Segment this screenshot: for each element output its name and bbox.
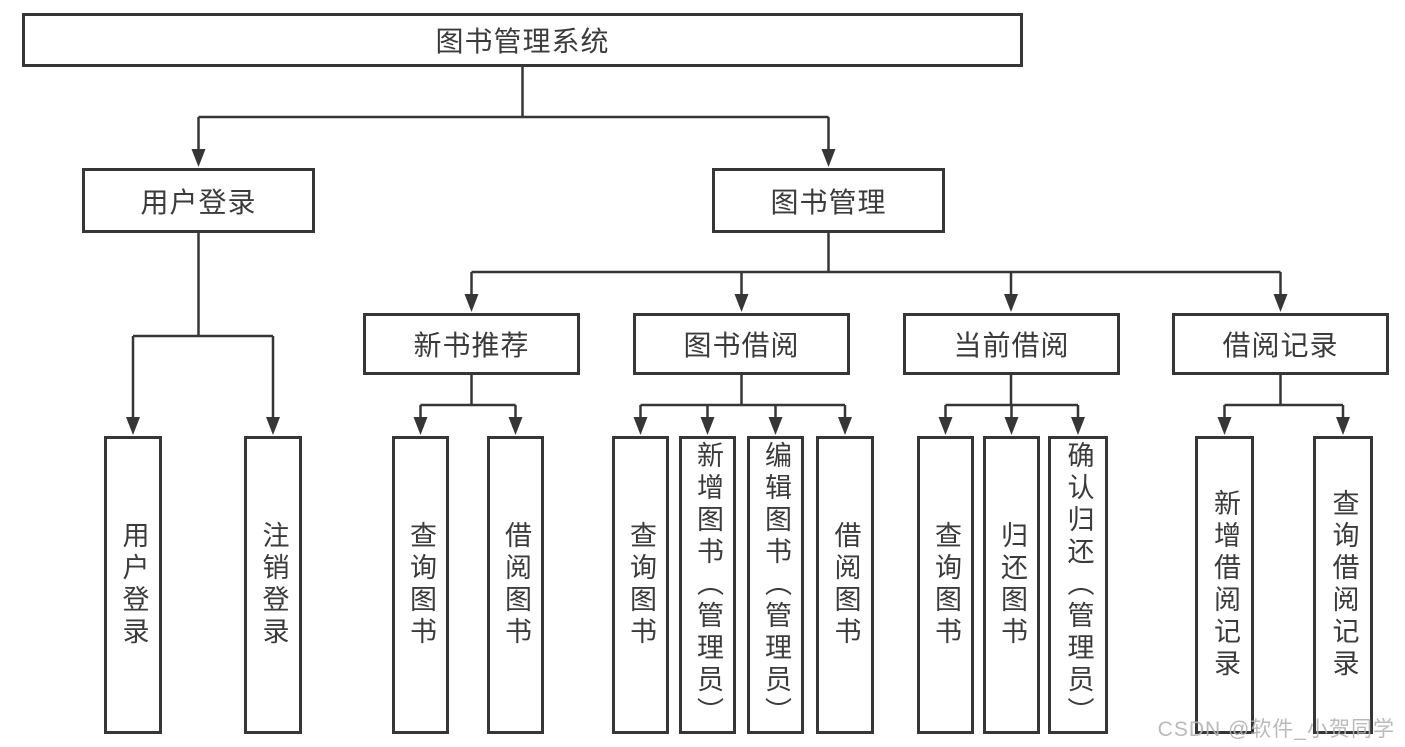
node-current-borrow: 当前借阅 bbox=[903, 313, 1120, 375]
node-borrow-records: 借阅记录 bbox=[1172, 313, 1389, 375]
node-library-management-system: 图书管理系统 bbox=[22, 13, 1023, 67]
csdn-watermark: CSDN @软件_小贺同学 bbox=[1157, 718, 1395, 741]
leaf-query-books-borrow: 查询图书 bbox=[612, 436, 669, 734]
leaf-borrow-books-recommend: 借阅图书 bbox=[487, 436, 544, 734]
leaf-return-books: 归还图书 bbox=[983, 436, 1040, 734]
node-book-management: 图书管理 bbox=[712, 168, 945, 233]
leaf-add-books-admin: 新增图书（管理员） bbox=[679, 436, 736, 734]
leaf-query-books-current: 查询图书 bbox=[917, 436, 974, 734]
node-user-login: 用户登录 bbox=[82, 168, 315, 233]
leaf-add-borrow-record: 新增借阅记录 bbox=[1195, 436, 1254, 734]
leaf-logout: 注销登录 bbox=[244, 436, 302, 734]
node-new-book-recommend: 新书推荐 bbox=[363, 313, 580, 375]
leaf-query-borrow-record: 查询借阅记录 bbox=[1313, 436, 1373, 734]
leaf-query-books-recommend: 查询图书 bbox=[392, 436, 449, 734]
leaf-confirm-return-admin: 确认归还（管理员） bbox=[1048, 436, 1108, 734]
node-book-borrow: 图书借阅 bbox=[633, 313, 850, 375]
leaf-user-login: 用户登录 bbox=[104, 436, 162, 734]
leaf-borrow-books: 借阅图书 bbox=[816, 436, 874, 734]
leaf-edit-books-admin: 编辑图书（管理员） bbox=[747, 436, 804, 734]
